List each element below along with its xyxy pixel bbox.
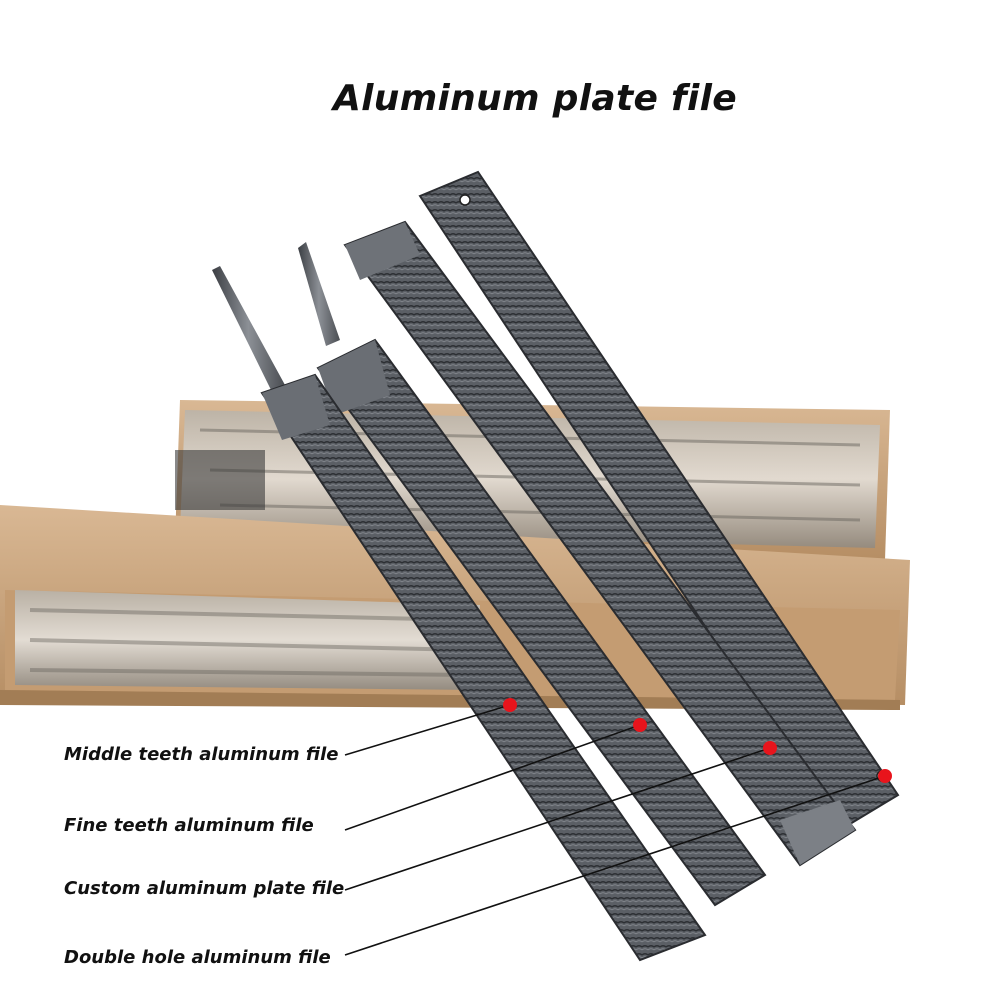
- leader-lines: [344, 704, 886, 956]
- hole-icon: [459, 194, 471, 206]
- markers: [503, 698, 892, 783]
- label-middle-teeth: Middle teeth aluminum file: [64, 744, 339, 765]
- marker-dot: [633, 718, 647, 732]
- marker-dot: [763, 741, 777, 755]
- page-title: Aluminum plate file: [332, 78, 737, 119]
- label-custom-plate: Custom aluminum plate file: [64, 878, 345, 899]
- marker-dot: [878, 769, 892, 783]
- file-middle-teeth: [212, 266, 707, 962]
- file-fine-teeth: [298, 242, 767, 907]
- file-custom-plate: [343, 220, 857, 867]
- label-fine-teeth: Fine teeth aluminum file: [64, 815, 314, 836]
- marker-dot: [503, 698, 517, 712]
- label-double-hole: Double hole aluminum file: [64, 947, 331, 968]
